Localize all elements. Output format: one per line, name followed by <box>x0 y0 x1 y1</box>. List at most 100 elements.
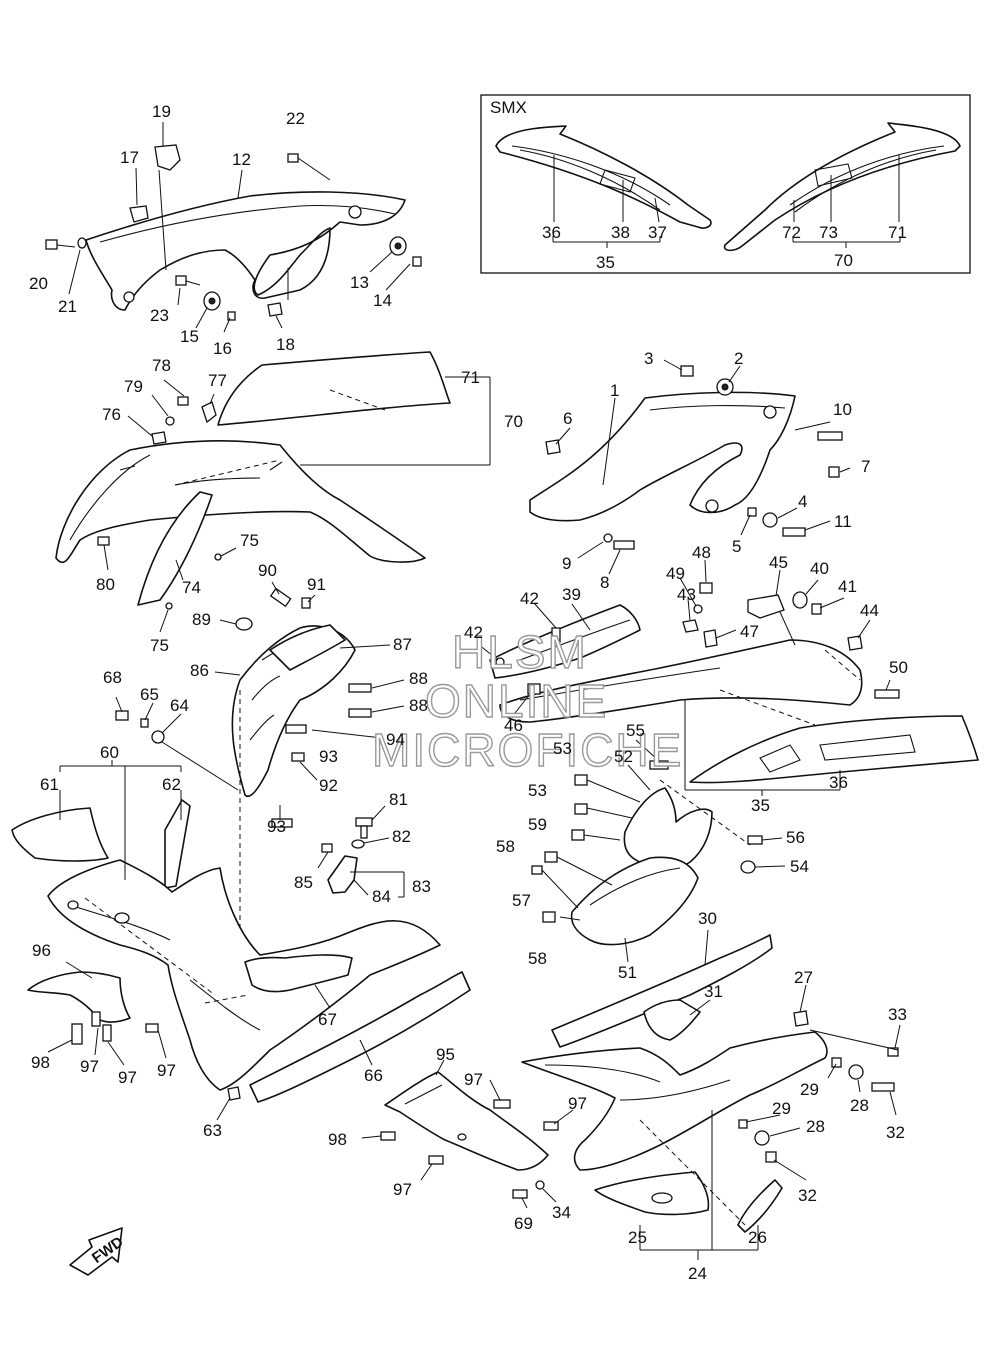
callout-38: 38 <box>611 223 630 242</box>
bolt-92 <box>291 752 305 762</box>
watermark-line-3: MICROFICHE <box>372 724 683 776</box>
callout-25: 25 <box>628 1228 647 1247</box>
duct-67 <box>244 954 353 993</box>
callout-97e: 97 <box>568 1094 587 1113</box>
callout-5: 5 <box>732 537 741 556</box>
bolt-93b <box>271 818 293 828</box>
callout-70b: 70 <box>504 412 523 431</box>
washer-34 <box>535 1180 545 1190</box>
bolt-32a <box>871 1082 895 1092</box>
callout-11: 11 <box>834 512 852 531</box>
callout-52: 52 <box>614 747 633 766</box>
callout-96: 96 <box>32 941 51 960</box>
callout-22: 22 <box>286 109 305 128</box>
callout-32b: 32 <box>798 1186 817 1205</box>
callout-72: 72 <box>782 223 801 242</box>
clip-19 <box>154 144 181 171</box>
clip-42 <box>551 627 561 643</box>
nut-77 <box>201 401 217 424</box>
callout-43: 43 <box>677 585 696 604</box>
upper-right-bracket <box>529 391 796 522</box>
callout-98a: 98 <box>31 1053 50 1072</box>
callout-78: 78 <box>152 356 171 375</box>
callout-36b: 36 <box>829 773 848 792</box>
callout-98b: 98 <box>328 1130 347 1149</box>
callout-88a: 88 <box>409 669 428 688</box>
callout-67: 67 <box>318 1010 337 1029</box>
grommet-54 <box>740 860 756 874</box>
air-duct-86 <box>231 625 356 797</box>
callout-32a: 32 <box>886 1123 905 1142</box>
callout-92: 92 <box>319 776 338 795</box>
bracket-96-group <box>27 961 167 1066</box>
callout-71a: 71 <box>888 223 907 242</box>
pin-97c <box>145 1023 159 1033</box>
inner-panel-71 <box>217 351 451 426</box>
callout-88b: 88 <box>409 696 428 715</box>
bolt-32b <box>765 1151 777 1163</box>
forward-arrow-icon: FWD <box>69 1227 127 1276</box>
bolt-53b <box>574 803 588 815</box>
pin-97f <box>428 1155 444 1165</box>
callout-86: 86 <box>190 661 209 680</box>
callout-49: 49 <box>666 564 685 583</box>
callout-26: 26 <box>748 1228 767 1247</box>
callout-42a: 42 <box>520 589 539 608</box>
callout-55: 55 <box>626 721 645 740</box>
nut-63 <box>227 1086 241 1101</box>
part-44 <box>847 635 863 651</box>
collar-7 <box>828 466 840 478</box>
inset-frame <box>480 94 971 274</box>
bracket-96 <box>27 971 131 1023</box>
side-cowl-right <box>499 639 863 723</box>
bolt-58b <box>542 911 556 923</box>
callout-1: 1 <box>610 381 619 400</box>
collar-5 <box>747 507 757 517</box>
callout-12: 12 <box>232 150 251 169</box>
washer-75a <box>214 553 222 561</box>
washer-9 <box>603 533 613 543</box>
callout-18: 18 <box>276 335 295 354</box>
pin-33 <box>887 1047 899 1057</box>
callout-56: 56 <box>786 828 805 847</box>
collar-29a <box>831 1057 842 1068</box>
callout-53a: 53 <box>553 739 572 758</box>
callout-31: 31 <box>704 982 723 1001</box>
callout-labels: 1 2 3 4 5 6 7 8 9 10 11 12 13 14 15 16 1… <box>29 102 908 1283</box>
nut-47 <box>703 629 718 648</box>
nut-17 <box>129 205 149 223</box>
callout-35b: 35 <box>751 796 770 815</box>
pin-97e <box>543 1121 559 1131</box>
callout-48: 48 <box>692 543 711 562</box>
callout-14: 14 <box>373 291 392 310</box>
bracket-84 <box>327 855 358 894</box>
callout-28b: 28 <box>806 1117 825 1136</box>
smx-inset: SMX <box>480 94 971 274</box>
bolt-50 <box>874 689 900 699</box>
watermark-line-2: ONLINE <box>425 675 608 727</box>
bolt-88a <box>348 683 372 693</box>
callout-69: 69 <box>514 1214 533 1233</box>
washer-21 <box>77 237 87 249</box>
bolt-46 <box>527 683 541 695</box>
bolt-59 <box>571 829 585 841</box>
callout-13: 13 <box>350 273 369 292</box>
callout-87: 87 <box>393 635 412 654</box>
grommet-28a <box>848 1064 864 1080</box>
pin-97a <box>91 1011 101 1027</box>
grommet-13 <box>389 236 407 256</box>
inset-title: SMX <box>490 98 527 117</box>
upper-bracket <box>85 191 406 311</box>
callout-75a: 75 <box>240 531 259 550</box>
grommet-4 <box>762 512 778 528</box>
left-lower-cowl-group <box>11 696 471 1121</box>
callout-59: 59 <box>528 815 547 834</box>
callout-97b: 97 <box>118 1068 137 1087</box>
callout-44: 44 <box>860 601 879 620</box>
collar-14 <box>412 256 422 267</box>
pin-98b <box>380 1131 396 1141</box>
right-side-cowl-group <box>477 559 979 796</box>
cowl-panel-36 <box>689 715 979 784</box>
callout-3: 3 <box>644 349 653 368</box>
